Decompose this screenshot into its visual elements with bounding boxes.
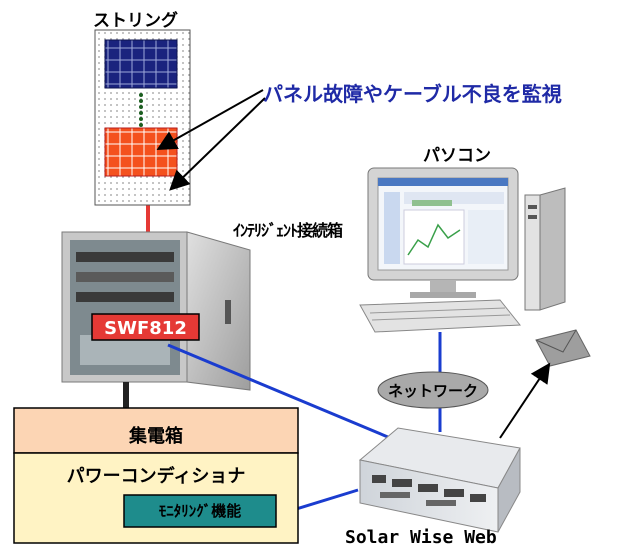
monitoring-callout: パネル故障やケーブル不良を監視 <box>263 82 562 106</box>
monitoring-label: ﾓﾆﾀﾘﾝｸﾞ機能 <box>158 502 242 520</box>
string-title: ストリング <box>93 11 178 31</box>
normal-panel <box>104 39 178 89</box>
cabinet-post <box>123 382 129 408</box>
callout-arrow-bottom <box>169 97 266 191</box>
swf-label: SWF812 <box>104 318 187 339</box>
solar-wise-web-device <box>358 427 521 533</box>
link-swf-to-device <box>167 343 396 442</box>
junction-box-cabinet <box>61 231 251 391</box>
junction-box-title: ｲﾝﾃﾘｼﾞｪﾝﾄ接続箱 <box>233 221 343 240</box>
mail-arrow <box>499 362 551 439</box>
pc-keyboard <box>359 299 522 333</box>
network-label: ネットワーク <box>387 382 478 400</box>
swf-badge <box>91 313 200 341</box>
pc-tower <box>524 187 566 311</box>
string-panel-frame <box>94 29 191 206</box>
collector-label: 集電箱 <box>129 426 183 447</box>
series-chain <box>139 93 143 127</box>
pcs-label: パワーコンディショナ <box>66 466 246 487</box>
pc-monitor <box>367 167 519 298</box>
monitoring-box <box>123 494 277 528</box>
mail-icon <box>535 329 591 367</box>
device-label: Solar Wise Web <box>345 527 497 548</box>
faulty-panel <box>104 127 178 177</box>
pc-title: パソコン <box>423 146 491 166</box>
network-bubble <box>377 371 489 409</box>
callout-arrow-top <box>156 89 264 150</box>
